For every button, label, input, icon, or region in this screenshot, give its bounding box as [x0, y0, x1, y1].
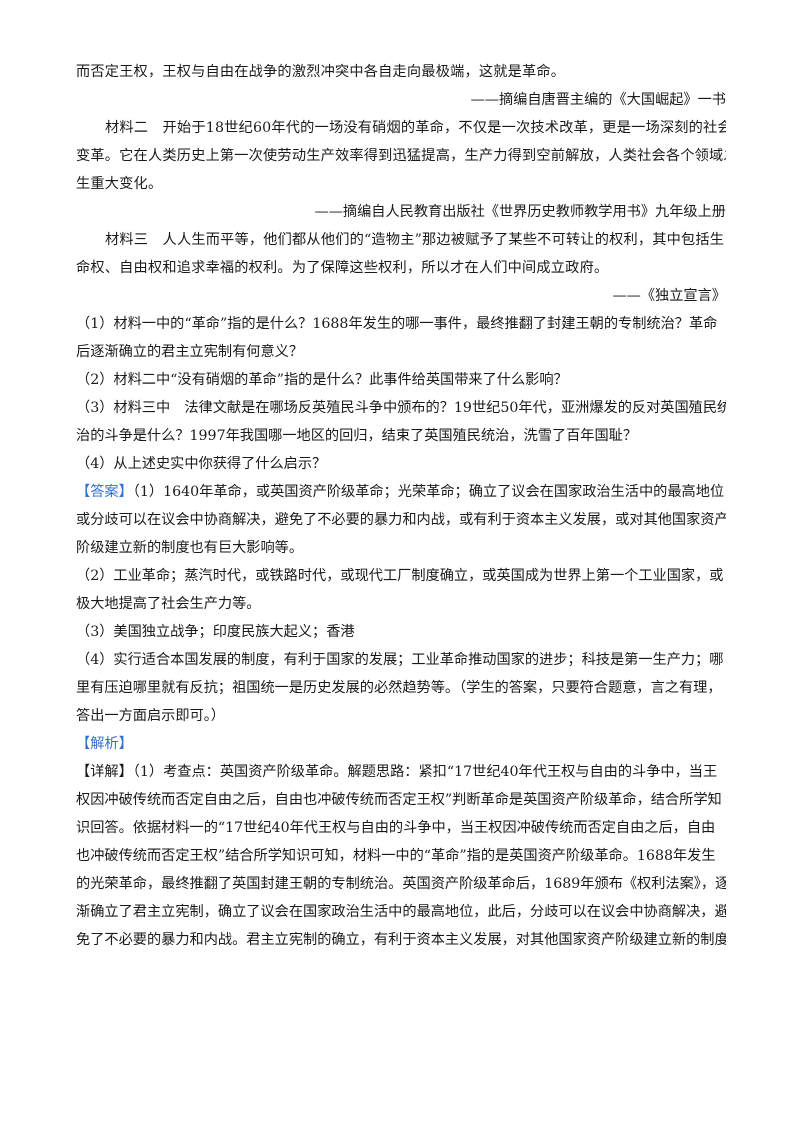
question-2: （2）材料二中“没有硝烟的革命”指的是什么？此事件给英国带来了什么影响？ — [76, 372, 568, 388]
answer-label: 【答案】 — [76, 484, 133, 500]
material3-line2: 命权、自由权和追求幸福的权利。为了保障这些权利，所以才在人们中间成立政府。 — [76, 260, 609, 276]
answer-4a: （4）实行适合本国发展的制度，有利于国家的发展；工业革命推动国家的进步；科技是第… — [76, 652, 724, 668]
question-1a: （1）材料一中的“革命”指的是什么？1688年发生的哪一事件，最终推翻了封建王朝… — [76, 316, 718, 332]
question-1b: 后逐渐确立的君主立宪制有何意义？ — [76, 344, 304, 360]
material1-source: ——摘编自唐晋主编的《大国崛起》一书 — [470, 92, 726, 108]
detail-6: 渐确立了君主立宪制，确立了议会在国家政治生活中的最高地位，此后，分歧可以在议会中… — [76, 904, 726, 920]
answer-2a: （2）工业革命；蒸汽时代，或铁路时代，或现代工厂制度确立，或英国成为世界上第一个… — [76, 568, 724, 584]
detail-5: 的光荣革命，最终推翻了英国封建王朝的专制统治。英国资产阶级革命后，1689年颁布… — [76, 876, 726, 892]
document-page: 而否定王权，王权与自由在战争的激烈冲突中各自走向最极端，这就是革命。 ——摘编自… — [76, 58, 726, 954]
detail-4: 也冲破传统而否定王权”结合所学知识可知，材料一中的“革命”指的是英国资产阶级革命… — [76, 848, 716, 864]
detail-1-text: （1）考查点：英国资产阶级革命。解题思路：紧扣“17世纪40年代王权与自由的斗争… — [132, 764, 718, 780]
material2-line2: 变革。它在人类历史上第一次使劳动生产效率得到迅猛提高，生产力得到空前解放，人类社… — [76, 148, 726, 164]
analysis-label: 【解析】 — [76, 736, 133, 752]
detail-3: 识回答。依据材料一的“17世纪40年代王权与自由的斗争中，当王权因冲破传统而否定… — [76, 820, 716, 836]
detail-1: 【详解】（1）考查点：英国资产阶级革命。解题思路：紧扣“17世纪40年代王权与自… — [76, 758, 726, 786]
material1-tail: 而否定王权，王权与自由在战争的激烈冲突中各自走向最极端，这就是革命。 — [76, 64, 566, 80]
detail-2: 权因冲破传统而否定自由之后，自由也冲破传统而否定王权”判断革命是英国资产阶级革命… — [76, 792, 722, 808]
material2-source: ——摘编自人民教育出版社《世界历史教师教学用书》九年级上册 — [314, 204, 726, 220]
question-4: （4）从上述史实中你获得了什么启示？ — [76, 456, 327, 472]
detail-label: 【详解】 — [76, 764, 133, 780]
answer-1b: 或分歧可以在议会中协商解决，避免了不必要的暴力和内战，或有利于资本主义发展，或对… — [76, 512, 726, 528]
material2-line1: 材料二 开始于18世纪60年代的一场没有硝烟的革命，不仅是一次技术改革，更是一场… — [105, 120, 726, 136]
question-3a: （3）材料三中 法律文献是在哪场反英殖民斗争中颁布的？19世纪50年代，亚洲爆发… — [76, 400, 726, 416]
question-3b: 治的斗争是什么？1997年我国哪一地区的回归，结束了英国殖民统治，洗雪了百年国耻… — [76, 428, 638, 444]
answer-1a: 【答案】（1）1640年革命，或英国资产阶级革命；光荣革命；确立了议会在国家政治… — [76, 478, 726, 506]
answer-3: （3）美国独立战争；印度民族大起义；香港 — [76, 624, 355, 640]
material2-line3: 生重大变化。 — [76, 176, 163, 192]
answer-1c: 阶级建立新的制度也有巨大影响等。 — [76, 540, 304, 556]
material3-line1: 材料三 人人生而平等，他们都从他们的“造物主”那边被赋予了某些不可转让的权利，其… — [105, 232, 725, 248]
answer-4c: 答出一方面启示即可。） — [76, 708, 225, 724]
material3-source: ——《独立宣言》 — [612, 288, 726, 304]
detail-7: 免了不必要的暴力和内战。君主立宪制的确立，有利于资本主义发展，对其他国家资产阶级… — [76, 932, 726, 948]
answer-4b: 里有压迫哪里就有反抗；祖国统一是历史发展的必然趋势等。（学生的答案，只要符合题意… — [76, 680, 722, 696]
answer-1a-text: （1）1640年革命，或英国资产阶级革命；光荣革命；确立了议会在国家政治生活中的… — [132, 484, 726, 500]
answer-2b: 极大地提高了社会生产力等。 — [76, 596, 261, 612]
